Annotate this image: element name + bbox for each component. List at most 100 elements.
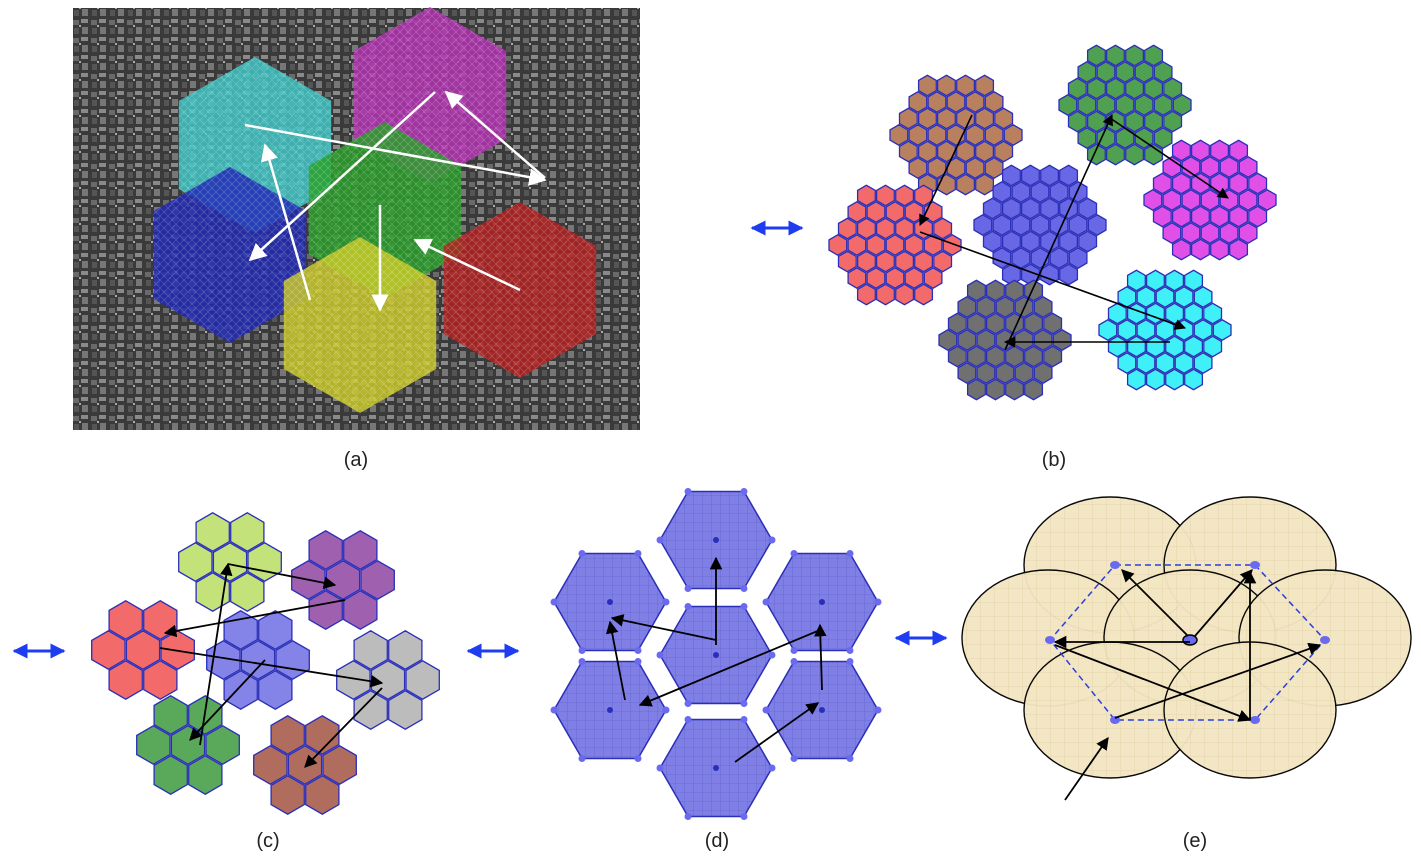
hexagon-cell-icon bbox=[1212, 319, 1232, 341]
vertex-dot bbox=[684, 812, 692, 820]
hexagon-cell-icon bbox=[1229, 205, 1249, 228]
hexagon-cell-icon bbox=[914, 283, 934, 306]
hexagon-cell-icon bbox=[1155, 352, 1175, 374]
node-dot bbox=[1320, 636, 1330, 644]
vertex-dot bbox=[578, 754, 586, 762]
vertex-dot bbox=[874, 598, 882, 606]
hexagon-cell-icon bbox=[223, 670, 258, 710]
hexagon-cell-icon bbox=[1014, 362, 1034, 384]
hexagon-cell-icon bbox=[1165, 269, 1185, 292]
cell-center-dot bbox=[713, 765, 719, 771]
hexagon-cell-icon bbox=[270, 775, 305, 815]
vertex-dot bbox=[790, 550, 798, 558]
vertex-dot bbox=[768, 536, 776, 544]
hexagon-cell-icon bbox=[230, 512, 265, 552]
flow-arrows-e bbox=[1053, 569, 1322, 801]
region-blue-texture bbox=[153, 167, 307, 343]
caption-a: (a) bbox=[343, 449, 369, 471]
hexagon-cell-icon bbox=[1020, 197, 1040, 220]
hexagon-cell-icon bbox=[885, 234, 905, 256]
hexagon-cell-icon bbox=[933, 250, 953, 273]
hexagon-cell-icon bbox=[957, 362, 977, 384]
vertex-dot bbox=[684, 488, 692, 496]
hexagon-cell-icon bbox=[898, 140, 918, 163]
hexagon-cell-icon bbox=[908, 157, 928, 179]
vertex-dot bbox=[846, 754, 854, 762]
hexagon-cell-icon bbox=[325, 560, 361, 600]
hexagon-cell-icon bbox=[1172, 94, 1192, 116]
hexagon-cell-icon bbox=[1144, 110, 1164, 133]
hexagon-cell-icon bbox=[1210, 139, 1230, 162]
cell-hexagon bbox=[762, 658, 882, 762]
arrow-icon bbox=[260, 143, 312, 301]
hexagon-cell-icon bbox=[1152, 205, 1172, 228]
arrow-icon bbox=[1064, 736, 1109, 801]
hexagon-cell-icon bbox=[847, 234, 867, 256]
hexagon-cell-icon bbox=[1238, 222, 1258, 244]
hexagon-cell-icon bbox=[936, 173, 956, 196]
hexagon-cell-icon bbox=[1200, 222, 1220, 244]
hexagon-cell-icon bbox=[1107, 335, 1127, 358]
hexagon-cell-icon bbox=[1001, 230, 1021, 253]
hexagon-cell-icon bbox=[1117, 352, 1137, 374]
arrow-icon bbox=[444, 90, 546, 179]
hexagon-cell-icon bbox=[1200, 189, 1220, 211]
vertex-dot bbox=[656, 764, 664, 772]
cell-hexagon bbox=[550, 658, 670, 762]
node-dot bbox=[1250, 716, 1260, 724]
hexagon-cell-icon bbox=[942, 234, 962, 256]
panel-a bbox=[73, 7, 640, 430]
hexagon-cell-icon bbox=[1248, 172, 1268, 195]
vertex-dot bbox=[790, 646, 798, 654]
hexagon-cell-icon bbox=[1190, 139, 1210, 162]
hexagon-cell-icon bbox=[1193, 319, 1213, 341]
arrow-icon bbox=[1194, 569, 1253, 637]
hexagon-cell-icon bbox=[1011, 247, 1031, 269]
hexagon-cell-icon bbox=[965, 157, 985, 179]
flow-arrows-c bbox=[159, 562, 384, 768]
hexagon-cell-icon bbox=[976, 296, 996, 318]
flow-arrows-d bbox=[605, 556, 827, 763]
hexagon-cell-icon bbox=[1184, 269, 1204, 292]
hexagon-cell-icon bbox=[1049, 247, 1069, 269]
hexagon-cell-icon bbox=[1068, 247, 1088, 269]
hexagon-cell-icon bbox=[1024, 378, 1044, 401]
vertex-dot bbox=[740, 488, 748, 496]
hexagon-cell-icon bbox=[270, 715, 305, 755]
cell-center-dot bbox=[607, 707, 613, 713]
arrow-icon bbox=[248, 91, 436, 262]
hexagon-cell-icon bbox=[1005, 345, 1025, 368]
hexagon-cell-icon bbox=[1144, 44, 1164, 67]
hexagon-cell-icon bbox=[982, 230, 1002, 253]
hexagon-cell-icon bbox=[1086, 110, 1106, 133]
hexagon-cell-icon bbox=[1162, 222, 1182, 244]
hexagon-cell-icon bbox=[1078, 230, 1098, 253]
hexagon-cell-icon bbox=[985, 345, 1005, 368]
hexagon-cell-icon bbox=[1049, 181, 1069, 203]
hexagon-cell-icon bbox=[866, 201, 886, 223]
arrow-icon bbox=[919, 114, 973, 227]
hexagon-cell-icon bbox=[1086, 44, 1106, 67]
hexagon-cell-icon bbox=[1030, 181, 1050, 203]
hexagon-cell-icon bbox=[1200, 156, 1220, 178]
hexagon-cell-icon bbox=[966, 378, 986, 401]
vertex-dot bbox=[662, 706, 670, 714]
hexagon-cell-icon bbox=[992, 181, 1012, 203]
arrow-icon bbox=[1004, 113, 1113, 351]
vertex-dot bbox=[740, 716, 748, 724]
hexagon-cell-icon bbox=[1174, 352, 1194, 374]
panel-c bbox=[91, 512, 440, 815]
vertex-dot bbox=[874, 706, 882, 714]
hexagon-cell-icon bbox=[1126, 269, 1146, 292]
hexagon-cell-icon bbox=[1087, 214, 1107, 236]
hexagon-cell-icon bbox=[994, 107, 1014, 130]
hexagon-cell-icon bbox=[947, 345, 967, 368]
hexagon-cell-icon bbox=[975, 140, 995, 163]
hexagon-cell-icon bbox=[904, 201, 924, 223]
hexagon-cell-icon bbox=[1001, 197, 1021, 220]
hexagon-cell-icon bbox=[1163, 110, 1183, 133]
hexagon-cell-icon bbox=[1052, 329, 1072, 351]
hexagon-cell-icon bbox=[923, 234, 943, 256]
arrow-icon bbox=[413, 238, 521, 292]
hexagon-cell-icon bbox=[1030, 214, 1050, 236]
